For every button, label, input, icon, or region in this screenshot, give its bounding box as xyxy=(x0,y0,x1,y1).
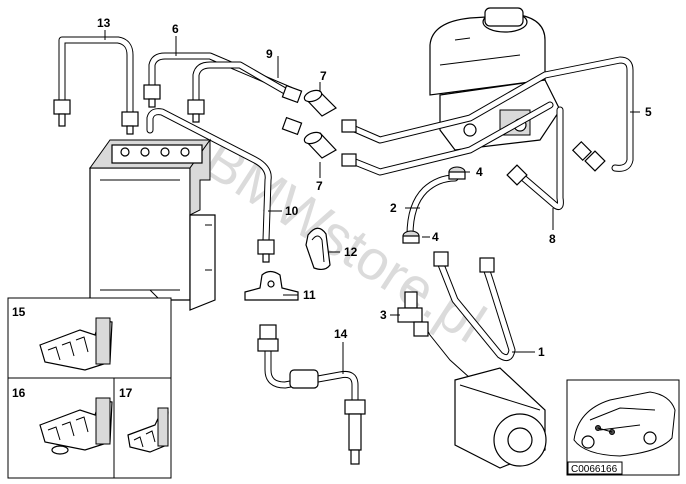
hose-14 xyxy=(257,324,366,465)
abs-hydraulic-unit xyxy=(89,138,216,311)
callout-16: 16 xyxy=(12,386,26,400)
callout-lines xyxy=(104,30,640,374)
callout-6: 6 xyxy=(172,22,179,36)
pressure-reservoir xyxy=(454,367,547,469)
callout-8: 8 xyxy=(549,232,556,246)
callout-3: 3 xyxy=(380,308,387,322)
clamp-4-lower xyxy=(402,230,420,244)
master-cylinder xyxy=(429,7,561,151)
callout-12: 12 xyxy=(344,245,358,259)
callout-10: 10 xyxy=(285,204,299,218)
fitting-3 xyxy=(397,291,429,337)
pipe-6 xyxy=(143,52,294,108)
callout-5: 5 xyxy=(645,105,652,119)
callout-7a: 7 xyxy=(320,69,327,83)
reference-number: C0066166 xyxy=(571,464,618,475)
callout-11: 11 xyxy=(303,288,316,302)
callout-17: 17 xyxy=(119,386,133,400)
callout-2: 2 xyxy=(390,201,397,215)
grommet-12 xyxy=(305,227,331,271)
callout-4a: 4 xyxy=(476,165,483,179)
adapter-7-lower xyxy=(303,131,337,159)
pipe-10 xyxy=(146,108,303,263)
bracket-11 xyxy=(244,270,299,301)
callout-7b: 7 xyxy=(316,179,323,193)
callout-15: 15 xyxy=(12,305,26,319)
pipe-8 xyxy=(506,106,564,210)
callout-1: 1 xyxy=(538,345,545,359)
pipe-master-left xyxy=(341,56,634,176)
pipe-13 xyxy=(53,36,139,135)
adapter-7-upper xyxy=(303,89,337,117)
callout-14: 14 xyxy=(334,327,348,341)
clamp-4-upper xyxy=(448,166,466,180)
callout-9: 9 xyxy=(266,47,273,61)
hose-2 xyxy=(406,174,459,239)
clip-15 xyxy=(39,317,113,371)
clip-16 xyxy=(39,397,113,455)
pipe-9 xyxy=(187,61,303,123)
callout-13: 13 xyxy=(97,16,111,30)
clip-17 xyxy=(127,407,169,453)
callout-4b: 4 xyxy=(432,230,439,244)
pipe-1 xyxy=(414,251,516,379)
pipe-5-union xyxy=(571,140,606,172)
vehicle-locator: C0066166 xyxy=(566,379,680,476)
